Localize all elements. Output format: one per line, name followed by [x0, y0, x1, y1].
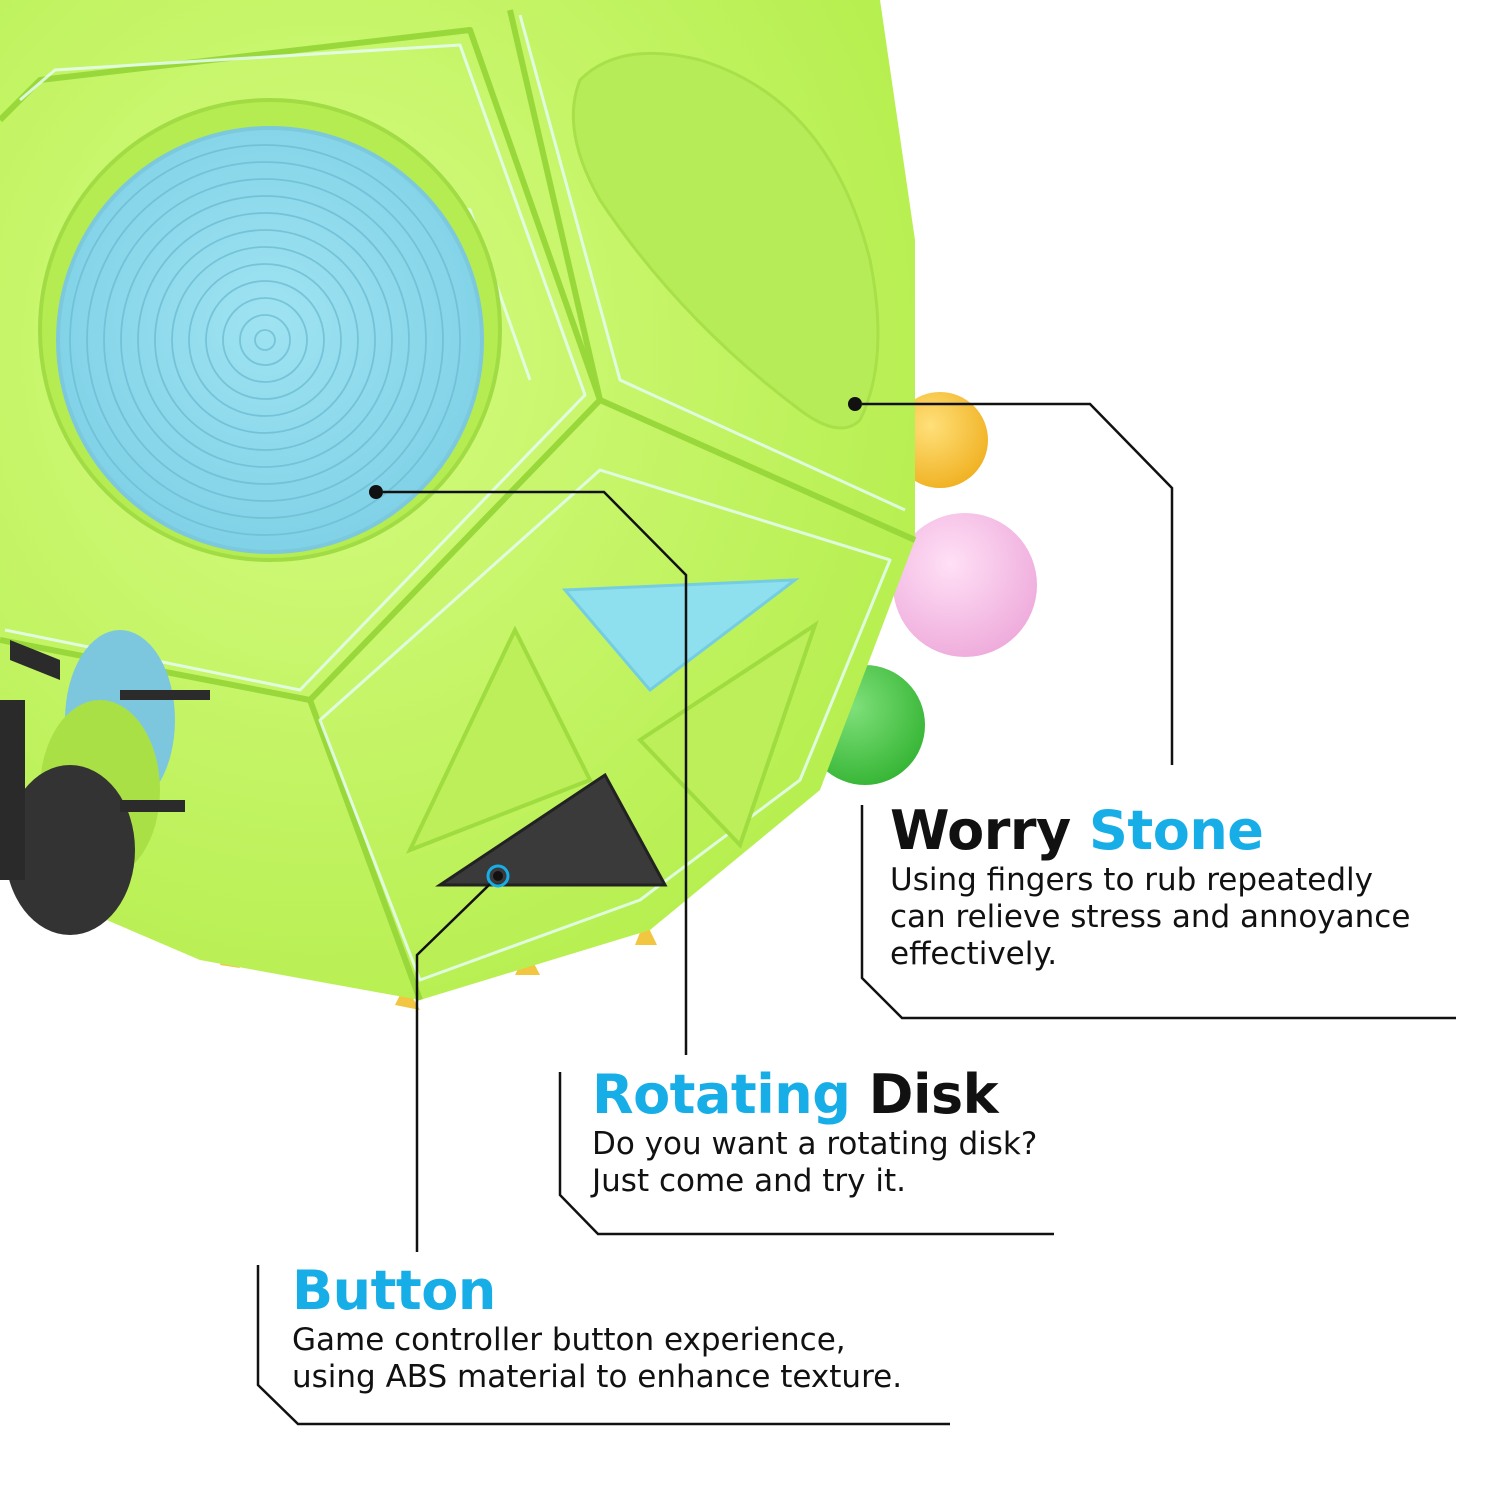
- green-triangle-left[interactable]: [406, 625, 593, 854]
- yellow-ball[interactable]: [892, 392, 988, 488]
- gear-wheels[interactable]: [0, 630, 175, 935]
- rotating-disk-marker: [369, 485, 383, 499]
- rotating-disk-title: Rotating Disk: [592, 1064, 1037, 1126]
- button-callout: Button Game controller button experience…: [292, 1260, 902, 1396]
- rotating-disk-callout: Rotating Disk Do you want a rotating dis…: [592, 1064, 1037, 1200]
- worry-stone-marker: [848, 397, 862, 411]
- callout-lines: [256, 402, 1456, 1426]
- worry-stone-desc-line2: can relieve stress and annoyance: [890, 899, 1411, 935]
- green-triangle-right[interactable]: [636, 620, 819, 849]
- button-bracket: [256, 1265, 950, 1426]
- worry-stone-connector: [862, 402, 1174, 765]
- rotating-disk[interactable]: [38, 98, 502, 562]
- button-face: [406, 578, 819, 887]
- gear-slots: [10, 640, 210, 812]
- button-desc-line1: Game controller button experience,: [292, 1322, 846, 1358]
- button-desc-line2: using ABS material to enhance texture.: [292, 1359, 903, 1395]
- rotating-disk-bracket: [558, 1072, 1054, 1236]
- rotating-disk-connector: [383, 490, 688, 1055]
- pink-ball[interactable]: [893, 513, 1037, 657]
- black-triangle-button[interactable]: [435, 772, 668, 887]
- rotating-disk-desc-line1: Do you want a rotating disk?: [592, 1126, 1038, 1162]
- button-marker-ring: [486, 864, 510, 888]
- worry-stone-bracket: [860, 805, 1456, 1020]
- blue-triangle-button[interactable]: [561, 578, 800, 693]
- button-connector: [415, 883, 491, 1252]
- worry-stone-title-part1: Worry: [890, 799, 1071, 862]
- button-title: Button: [292, 1259, 496, 1322]
- worry-stone-callout: Worry Stone Using fingers to rub repeate…: [890, 800, 1410, 973]
- worry-stone-title: Worry Stone: [890, 800, 1410, 862]
- worry-stone-desc-line1: Using fingers to rub repeatedly: [890, 862, 1373, 898]
- worry-stone-title-part2: Stone: [1089, 799, 1264, 862]
- rotating-disk-title-part2: Disk: [868, 1063, 999, 1126]
- rotating-disk-desc-line2: Just come and try it.: [592, 1163, 906, 1199]
- worry-stone-desc-line3: effectively.: [890, 936, 1058, 972]
- rotating-disk-title-part1: Rotating: [592, 1063, 851, 1126]
- button-marker: [493, 871, 503, 881]
- worry-stone-groove[interactable]: [571, 51, 880, 430]
